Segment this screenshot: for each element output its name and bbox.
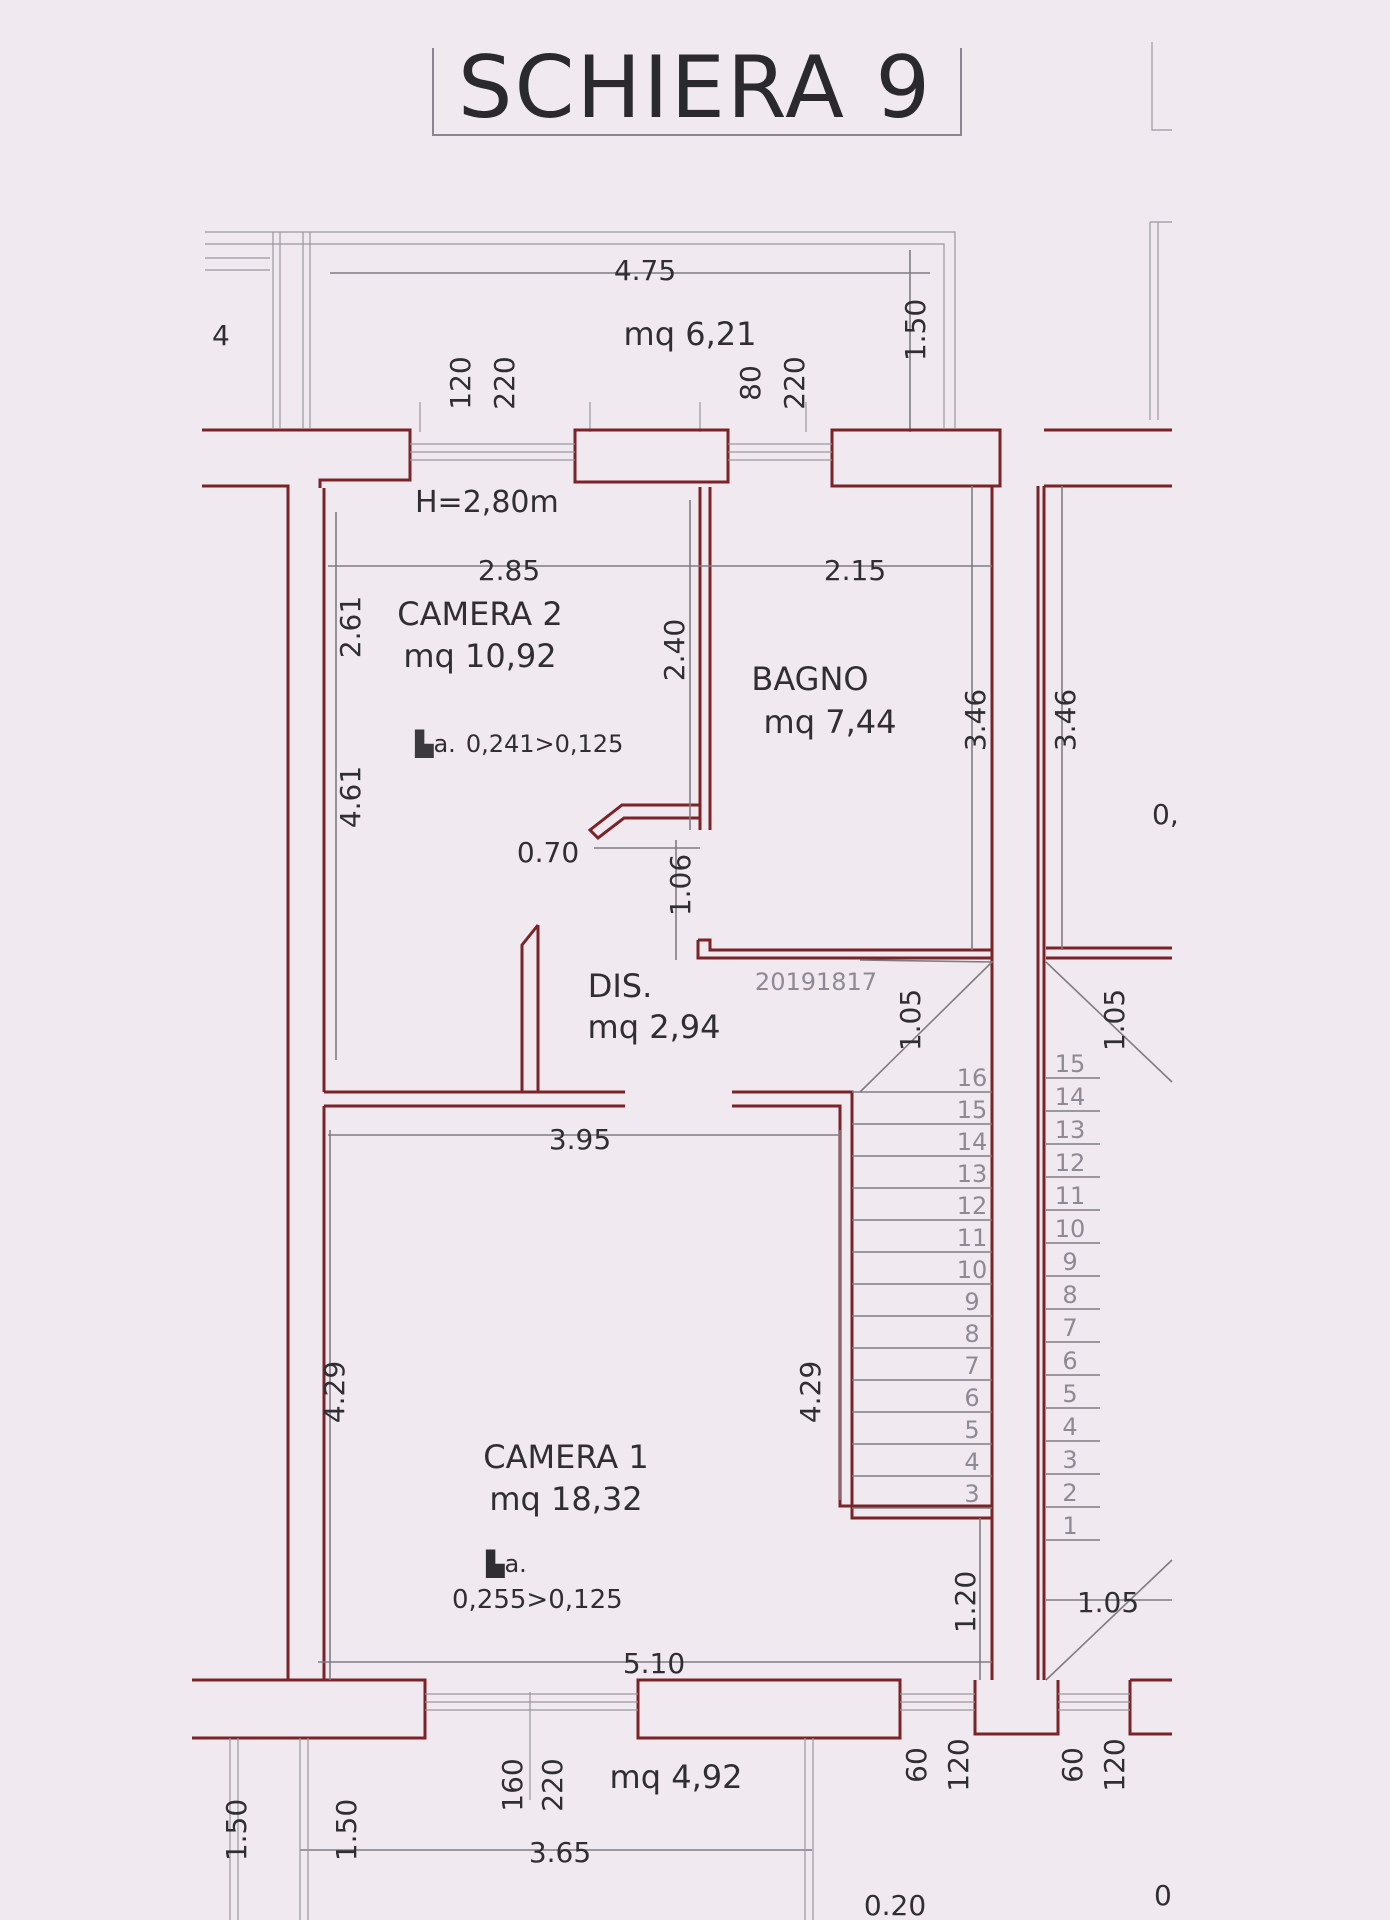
stairs-left: 16 15 14 13 12 11 10 9 8 7 6 5 4 3 bbox=[852, 1064, 992, 1509]
stair-right-step-number: 3 bbox=[1062, 1446, 1077, 1474]
dim-cam1-h-right: 4.29 bbox=[794, 1361, 827, 1423]
dim-win3-h: 220 bbox=[536, 1758, 569, 1811]
bagno-area: mq 7,44 bbox=[764, 703, 897, 741]
stair-right-step-number: 1 bbox=[1062, 1512, 1077, 1540]
stair-left-step-number: 4 bbox=[964, 1448, 979, 1476]
ra-glyph: ▙ bbox=[414, 729, 434, 758]
sheet-marks bbox=[1149, 42, 1172, 420]
dim-bal-left1: 1.50 bbox=[220, 1799, 253, 1861]
stair-left-step-number: 7 bbox=[964, 1352, 979, 1380]
dim-bal-gap: 0.20 bbox=[864, 1889, 926, 1920]
dim-stair1: 1.05 bbox=[894, 989, 927, 1051]
stair-left-step-number: 14 bbox=[957, 1128, 988, 1156]
stair-left-step-number: 3 bbox=[964, 1480, 979, 1508]
ra-glyph-2: ▙ bbox=[485, 1549, 505, 1578]
stair-right-step-number: 13 bbox=[1055, 1116, 1086, 1144]
dim-top-width: 4.75 bbox=[614, 254, 676, 287]
plan-title: SCHIERA 9 bbox=[457, 38, 933, 138]
dim-r120a: 120 bbox=[942, 1738, 975, 1791]
dim-cam1-bottom: 5.10 bbox=[623, 1647, 685, 1680]
stairs-right: 15 14 13 12 11 10 9 8 7 6 5 4 3 2 1 bbox=[1046, 1050, 1100, 1541]
dim-cam1-h-left: 4.29 bbox=[318, 1361, 351, 1423]
stair-right-step-number: 7 bbox=[1062, 1314, 1077, 1342]
stair-right-step-number: 8 bbox=[1062, 1281, 1077, 1309]
stair-left-step-number: 11 bbox=[957, 1224, 988, 1252]
dim-bagno-width: 2.15 bbox=[824, 554, 886, 587]
bagno-name: BAGNO bbox=[751, 660, 868, 698]
dim-cam2-width: 2.85 bbox=[478, 554, 540, 587]
top-balcony bbox=[205, 231, 956, 432]
dimension-lines bbox=[229, 486, 1173, 1920]
print-stamp: 20191817 bbox=[755, 968, 877, 996]
dim-bal-w: 3.65 bbox=[529, 1836, 591, 1869]
camera2-ra-value: 0,241>0,125 bbox=[466, 730, 624, 758]
camera1-area: mq 18,32 bbox=[489, 1480, 642, 1518]
dim-bagno-depth-right: 3.46 bbox=[1049, 689, 1082, 751]
dim-cam2-h2: 4.61 bbox=[334, 766, 367, 828]
dim-r60b: 60 bbox=[1056, 1747, 1089, 1783]
stair-left-step-number: 6 bbox=[964, 1384, 979, 1412]
stair-right-step-number: 5 bbox=[1062, 1380, 1077, 1408]
camera1-name: CAMERA 1 bbox=[483, 1438, 648, 1476]
dim-r120b: 120 bbox=[1098, 1738, 1131, 1791]
edge-0a: 0, bbox=[1152, 798, 1179, 831]
dim-landing: 1.20 bbox=[949, 1571, 982, 1633]
stair-right-step-number: 6 bbox=[1062, 1347, 1077, 1375]
windows bbox=[410, 443, 1130, 1711]
dim-win2-w: 80 bbox=[734, 365, 767, 401]
dim-bal-left2: 1.50 bbox=[330, 1799, 363, 1861]
dim-win2-h: 220 bbox=[778, 356, 811, 409]
dim-top-depth: 1.50 bbox=[899, 299, 932, 361]
stair-left-step-number: 13 bbox=[957, 1160, 988, 1188]
stair-left-step-number: 9 bbox=[964, 1288, 979, 1316]
dim-right-landing: 1.05 bbox=[1077, 1586, 1139, 1619]
dim-win1-w: 120 bbox=[444, 356, 477, 409]
stair-right-step-number: 4 bbox=[1062, 1413, 1077, 1441]
stair-left-step-number: 10 bbox=[957, 1256, 988, 1284]
top-balcony-area: mq 6,21 bbox=[624, 315, 757, 353]
camera2-ra: ▙a. 0,241>0,125 bbox=[414, 729, 623, 758]
dim-r60a: 60 bbox=[900, 1747, 933, 1783]
stair-right-step-number: 14 bbox=[1055, 1083, 1086, 1111]
dim-win3-w: 160 bbox=[496, 1758, 529, 1811]
stair-right-step-number: 12 bbox=[1055, 1149, 1086, 1177]
camera2-area: mq 10,92 bbox=[403, 637, 556, 675]
dim-cam2-h1: 2.61 bbox=[334, 596, 367, 658]
stair-right-step-number: 10 bbox=[1055, 1215, 1086, 1243]
camera1-ra-label: ▙a. bbox=[485, 1549, 527, 1578]
height-note: H=2,80m bbox=[415, 485, 559, 520]
edge-mark: 4 bbox=[212, 319, 230, 352]
edge-0b: 0 bbox=[1154, 1879, 1172, 1912]
camera2-name: CAMERA 2 bbox=[397, 595, 562, 633]
stair-left-step-number: 12 bbox=[957, 1192, 988, 1220]
dim-door-w: 0.70 bbox=[517, 836, 579, 869]
dim-cam1-width: 3.95 bbox=[549, 1123, 611, 1156]
stair-left-step-number: 5 bbox=[964, 1416, 979, 1444]
title-box bbox=[432, 48, 962, 136]
bottom-balcony-area: mq 4,92 bbox=[610, 1758, 743, 1796]
camera1-ra: 0,255>0,125 bbox=[452, 1585, 623, 1615]
stair-left-step-number: 8 bbox=[964, 1320, 979, 1348]
dim-stair2: 1.05 bbox=[1098, 989, 1131, 1051]
dim-win1-h: 220 bbox=[488, 356, 521, 409]
dim-partition: 2.40 bbox=[658, 619, 691, 681]
stair-left-step-number: 16 bbox=[957, 1064, 988, 1092]
stair-left-step-number: 15 bbox=[957, 1096, 988, 1124]
camera2-ra-prefix: a. bbox=[433, 730, 455, 758]
stair-right-step-number: 15 bbox=[1055, 1050, 1086, 1078]
stair-right-step-number: 9 bbox=[1062, 1248, 1077, 1276]
labels: 4.75 mq 6,21 1.50 120 220 80 220 4 H=2,8… bbox=[212, 254, 1179, 1920]
dim-door-h: 1.06 bbox=[664, 854, 697, 916]
stair-right-step-number: 2 bbox=[1062, 1479, 1077, 1507]
stair-right-step-number: 11 bbox=[1055, 1182, 1086, 1210]
dim-bagno-depth: 3.46 bbox=[959, 689, 992, 751]
dis-name: DIS. bbox=[588, 967, 653, 1005]
dis-area: mq 2,94 bbox=[588, 1008, 721, 1046]
